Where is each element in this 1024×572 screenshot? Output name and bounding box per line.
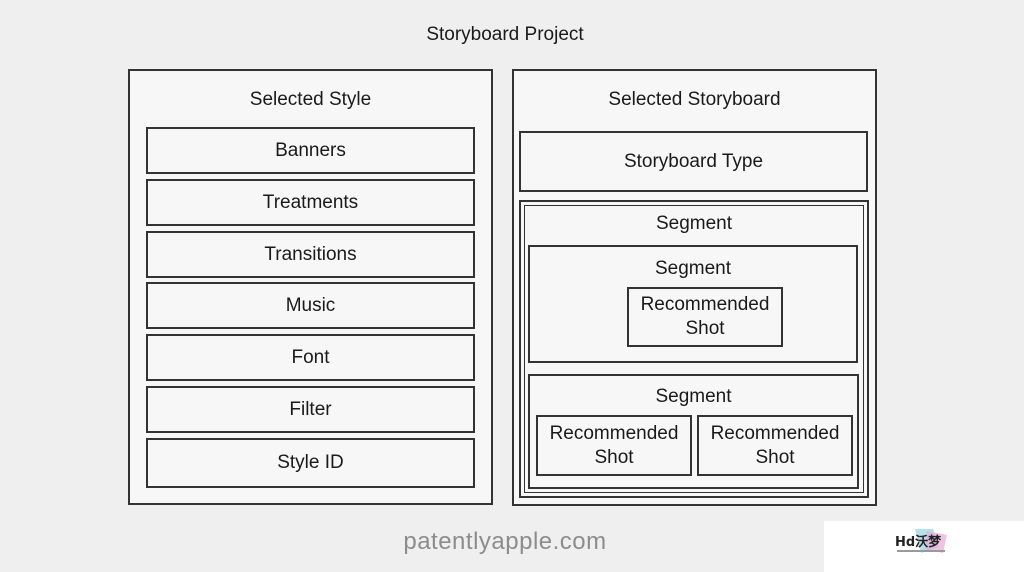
style-item-style-id: Style ID xyxy=(146,438,475,488)
style-item-banners: Banners xyxy=(146,127,475,174)
segment-2-label: Segment xyxy=(655,386,732,407)
style-item-transitions: Transitions xyxy=(146,231,475,278)
storyboard-type-box: Storyboard Type xyxy=(519,131,868,192)
style-item-filter: Filter xyxy=(146,386,475,433)
segment-2-recommended-shot-1: Recommended Shot xyxy=(536,415,692,476)
style-item-treatments: Treatments xyxy=(146,179,475,226)
watermark-text: patentlyapple.com xyxy=(403,528,607,555)
logo-icon: Hd沃梦 xyxy=(893,527,953,557)
style-item-music: Music xyxy=(146,282,475,329)
segment-1-label: Segment xyxy=(654,258,732,279)
selected-style-title: Selected Style xyxy=(249,89,372,110)
segment-1-recommended-shot: Recommended Shot xyxy=(627,287,783,347)
outer-segment-label: Segment xyxy=(655,213,733,234)
segment-2-recommended-shot-2: Recommended Shot xyxy=(697,415,853,476)
style-item-font: Font xyxy=(146,334,475,381)
diagram-title: Storyboard Project xyxy=(426,24,584,45)
selected-storyboard-title: Selected Storyboard xyxy=(608,89,781,110)
svg-text:Hd沃梦: Hd沃梦 xyxy=(895,534,942,550)
